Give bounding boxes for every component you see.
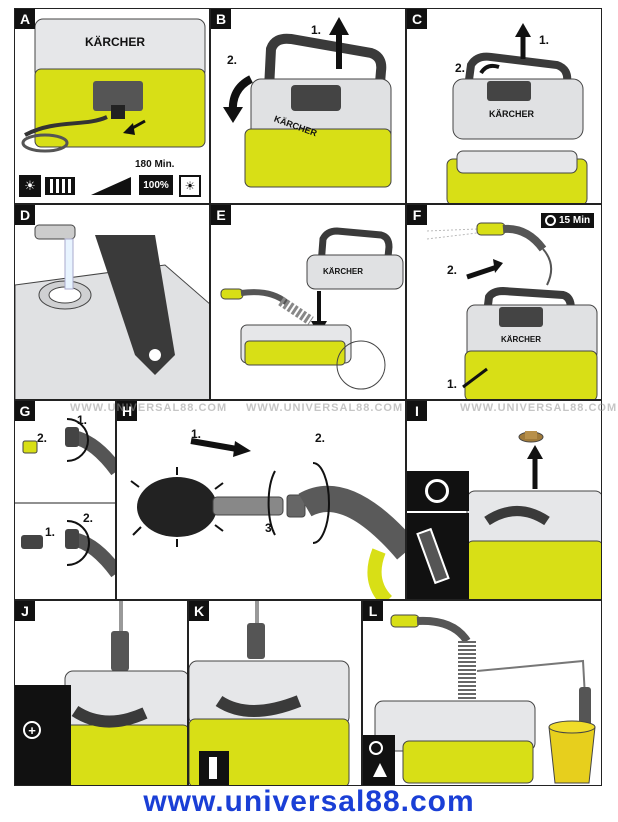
device-illustration <box>363 614 596 785</box>
clock-icon <box>545 215 556 226</box>
plus-knob-icon: + <box>23 721 41 739</box>
step-2-label: 2. <box>455 61 466 75</box>
nozzle-illustration <box>15 418 115 578</box>
top-step-1-label: 1. <box>77 413 88 427</box>
brand-logo: KÄRCHER <box>489 109 534 119</box>
watermark: WWW.UNIVERSAL88.COM <box>246 402 404 414</box>
bottom-step-2-label: 2. <box>83 511 94 525</box>
panel-d: D <box>14 204 210 400</box>
nozzle-icon <box>209 757 217 779</box>
step-2-label: 2. <box>227 53 238 67</box>
panel-letter: C <box>407 9 427 29</box>
charge-percent-display: 100% <box>139 175 173 195</box>
lamp-icon: ☀ <box>19 175 41 197</box>
duration-label: 15 Min <box>559 215 591 226</box>
panel-letter: L <box>363 601 383 621</box>
panel-l: L <box>362 600 602 786</box>
device-illustration <box>426 222 598 399</box>
device-illustration <box>446 23 588 203</box>
duration-badge: 15 Min <box>541 213 595 228</box>
panel-c: C 1. 2. KÄRCHER <box>406 8 602 204</box>
panel-b: B 1. 2. KÄRCHER <box>210 8 406 204</box>
panel-g: G 1. 2. 2. 1. <box>14 400 116 600</box>
brand-logo: KÄRCHER <box>323 267 363 276</box>
panel-e: E KÄRCHER <box>210 204 406 400</box>
panel-a: A KÄRCHER ☀ 180 Min. 100% ☀ <box>14 8 210 204</box>
panel-letter: G <box>15 401 35 421</box>
step-2-label: 2. <box>315 431 326 445</box>
device-illustration <box>189 601 350 785</box>
brand-logo: KÄRCHER <box>85 35 145 49</box>
device-illustration <box>15 224 209 399</box>
step-2-label: 2. <box>447 263 458 277</box>
panel-letter: I <box>407 401 427 421</box>
step-1-label: 1. <box>311 23 322 37</box>
watermark: WWW.UNIVERSAL88.COM <box>70 402 228 414</box>
steering-wheel-icon <box>369 741 383 755</box>
top-step-2-label: 2. <box>37 431 48 445</box>
step-1-label: 1. <box>539 33 550 47</box>
device-illustration <box>220 227 404 390</box>
brand-logo: KÄRCHER <box>501 335 541 344</box>
panel-f: F 15 Min 2. 1. KÄRCHER <box>406 204 602 400</box>
device-illustration <box>21 18 206 153</box>
steering-wheel-icon <box>425 479 449 503</box>
step-1-label: 1. <box>447 377 458 391</box>
step-3-label: 3. <box>265 521 276 535</box>
charge-ramp-icon <box>91 177 131 195</box>
panel-letter: K <box>189 601 209 621</box>
panel-letter: J <box>15 601 35 621</box>
step-1-label: 1. <box>191 427 202 441</box>
panel-i: I <box>406 400 602 600</box>
panel-letter: F <box>407 205 427 225</box>
device-illustration <box>15 601 187 785</box>
brush-illustration <box>130 438 405 599</box>
panel-k: K <box>188 600 362 786</box>
footer-url[interactable]: www.universal88.com <box>143 785 475 818</box>
sprinkler-icon <box>373 763 387 777</box>
panel-letter: D <box>15 205 35 225</box>
bottom-step-1-label: 1. <box>45 525 56 539</box>
battery-icon <box>45 177 75 195</box>
device-illustration <box>407 431 601 599</box>
panel-h: H 1. 2. 3. <box>116 400 406 600</box>
charge-time: 180 Min. <box>135 159 175 170</box>
panel-letter: A <box>15 9 35 29</box>
panel-letter: E <box>211 205 231 225</box>
lamp-on-icon: ☀ <box>179 175 201 197</box>
panel-letter: H <box>117 401 137 421</box>
panel-j: J + <box>14 600 188 786</box>
panel-letter: B <box>211 9 231 29</box>
device-illustration <box>223 17 392 188</box>
watermark: WWW.UNIVERSAL88.COM <box>460 402 618 414</box>
